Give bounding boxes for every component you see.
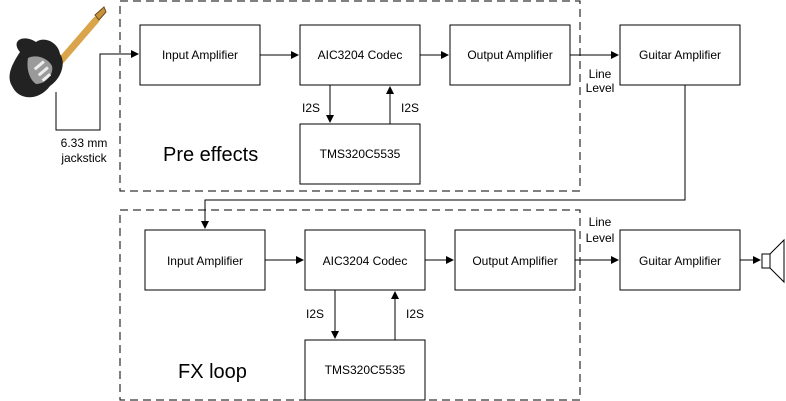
pre-i2s-down-label: I2S (302, 101, 320, 115)
pre-output-amplifier-box (449, 24, 571, 86)
pre-input-amplifier-box (139, 24, 261, 86)
fx-i2s-up-label: I2S (406, 307, 424, 321)
pre-dsp-box (299, 123, 421, 185)
fx-input-amplifier-label: Input Amplifier (167, 254, 243, 268)
fx-input-amplifier-box (144, 229, 266, 291)
fx-i2s-down-label: I2S (306, 307, 324, 321)
fx-loop-title: FX loop (178, 361, 247, 383)
jack-cable (55, 50, 139, 131)
bottom-guitar-amplifier-label: Guitar Amplifier (639, 254, 721, 268)
top-line-level-line1: Line (589, 67, 612, 81)
bottom-line-level-line1: Line (589, 215, 612, 229)
bottom-line-level-line2: Level (586, 231, 615, 245)
bottom-guitar-amplifier-box (619, 229, 741, 291)
fx-dsp-label: TMS320C5535 (325, 363, 406, 377)
fx-codec-box (304, 229, 426, 291)
electric-guitar-icon (9, 6, 107, 98)
fx-output-amplifier-label: Output Amplifier (472, 254, 557, 268)
top-guitar-amplifier-label: Guitar Amplifier (639, 48, 721, 62)
pre-effects-title: Pre effects (163, 144, 258, 166)
fx-codec-label: AIC3204 Codec (323, 254, 408, 268)
pre-codec-box (299, 24, 421, 86)
speaker-icon (761, 238, 785, 284)
jack-label-line2: jackstick (60, 151, 107, 165)
send-to-fx-loop-wire (201, 85, 686, 229)
pre-dsp-label: TMS320C5535 (320, 147, 401, 161)
top-guitar-amplifier-box (619, 24, 741, 86)
pre-i2s-up-label: I2S (401, 101, 419, 115)
fx-dsp-box (304, 339, 426, 401)
pre-output-amplifier-label: Output Amplifier (467, 48, 552, 62)
pre-codec-label: AIC3204 Codec (318, 48, 403, 62)
top-line-level-line2: Level (586, 81, 615, 95)
pre-input-amplifier-label: Input Amplifier (162, 48, 238, 62)
fx-output-amplifier-box (454, 229, 576, 291)
jack-label-line1: 6.33 mm (61, 136, 108, 150)
